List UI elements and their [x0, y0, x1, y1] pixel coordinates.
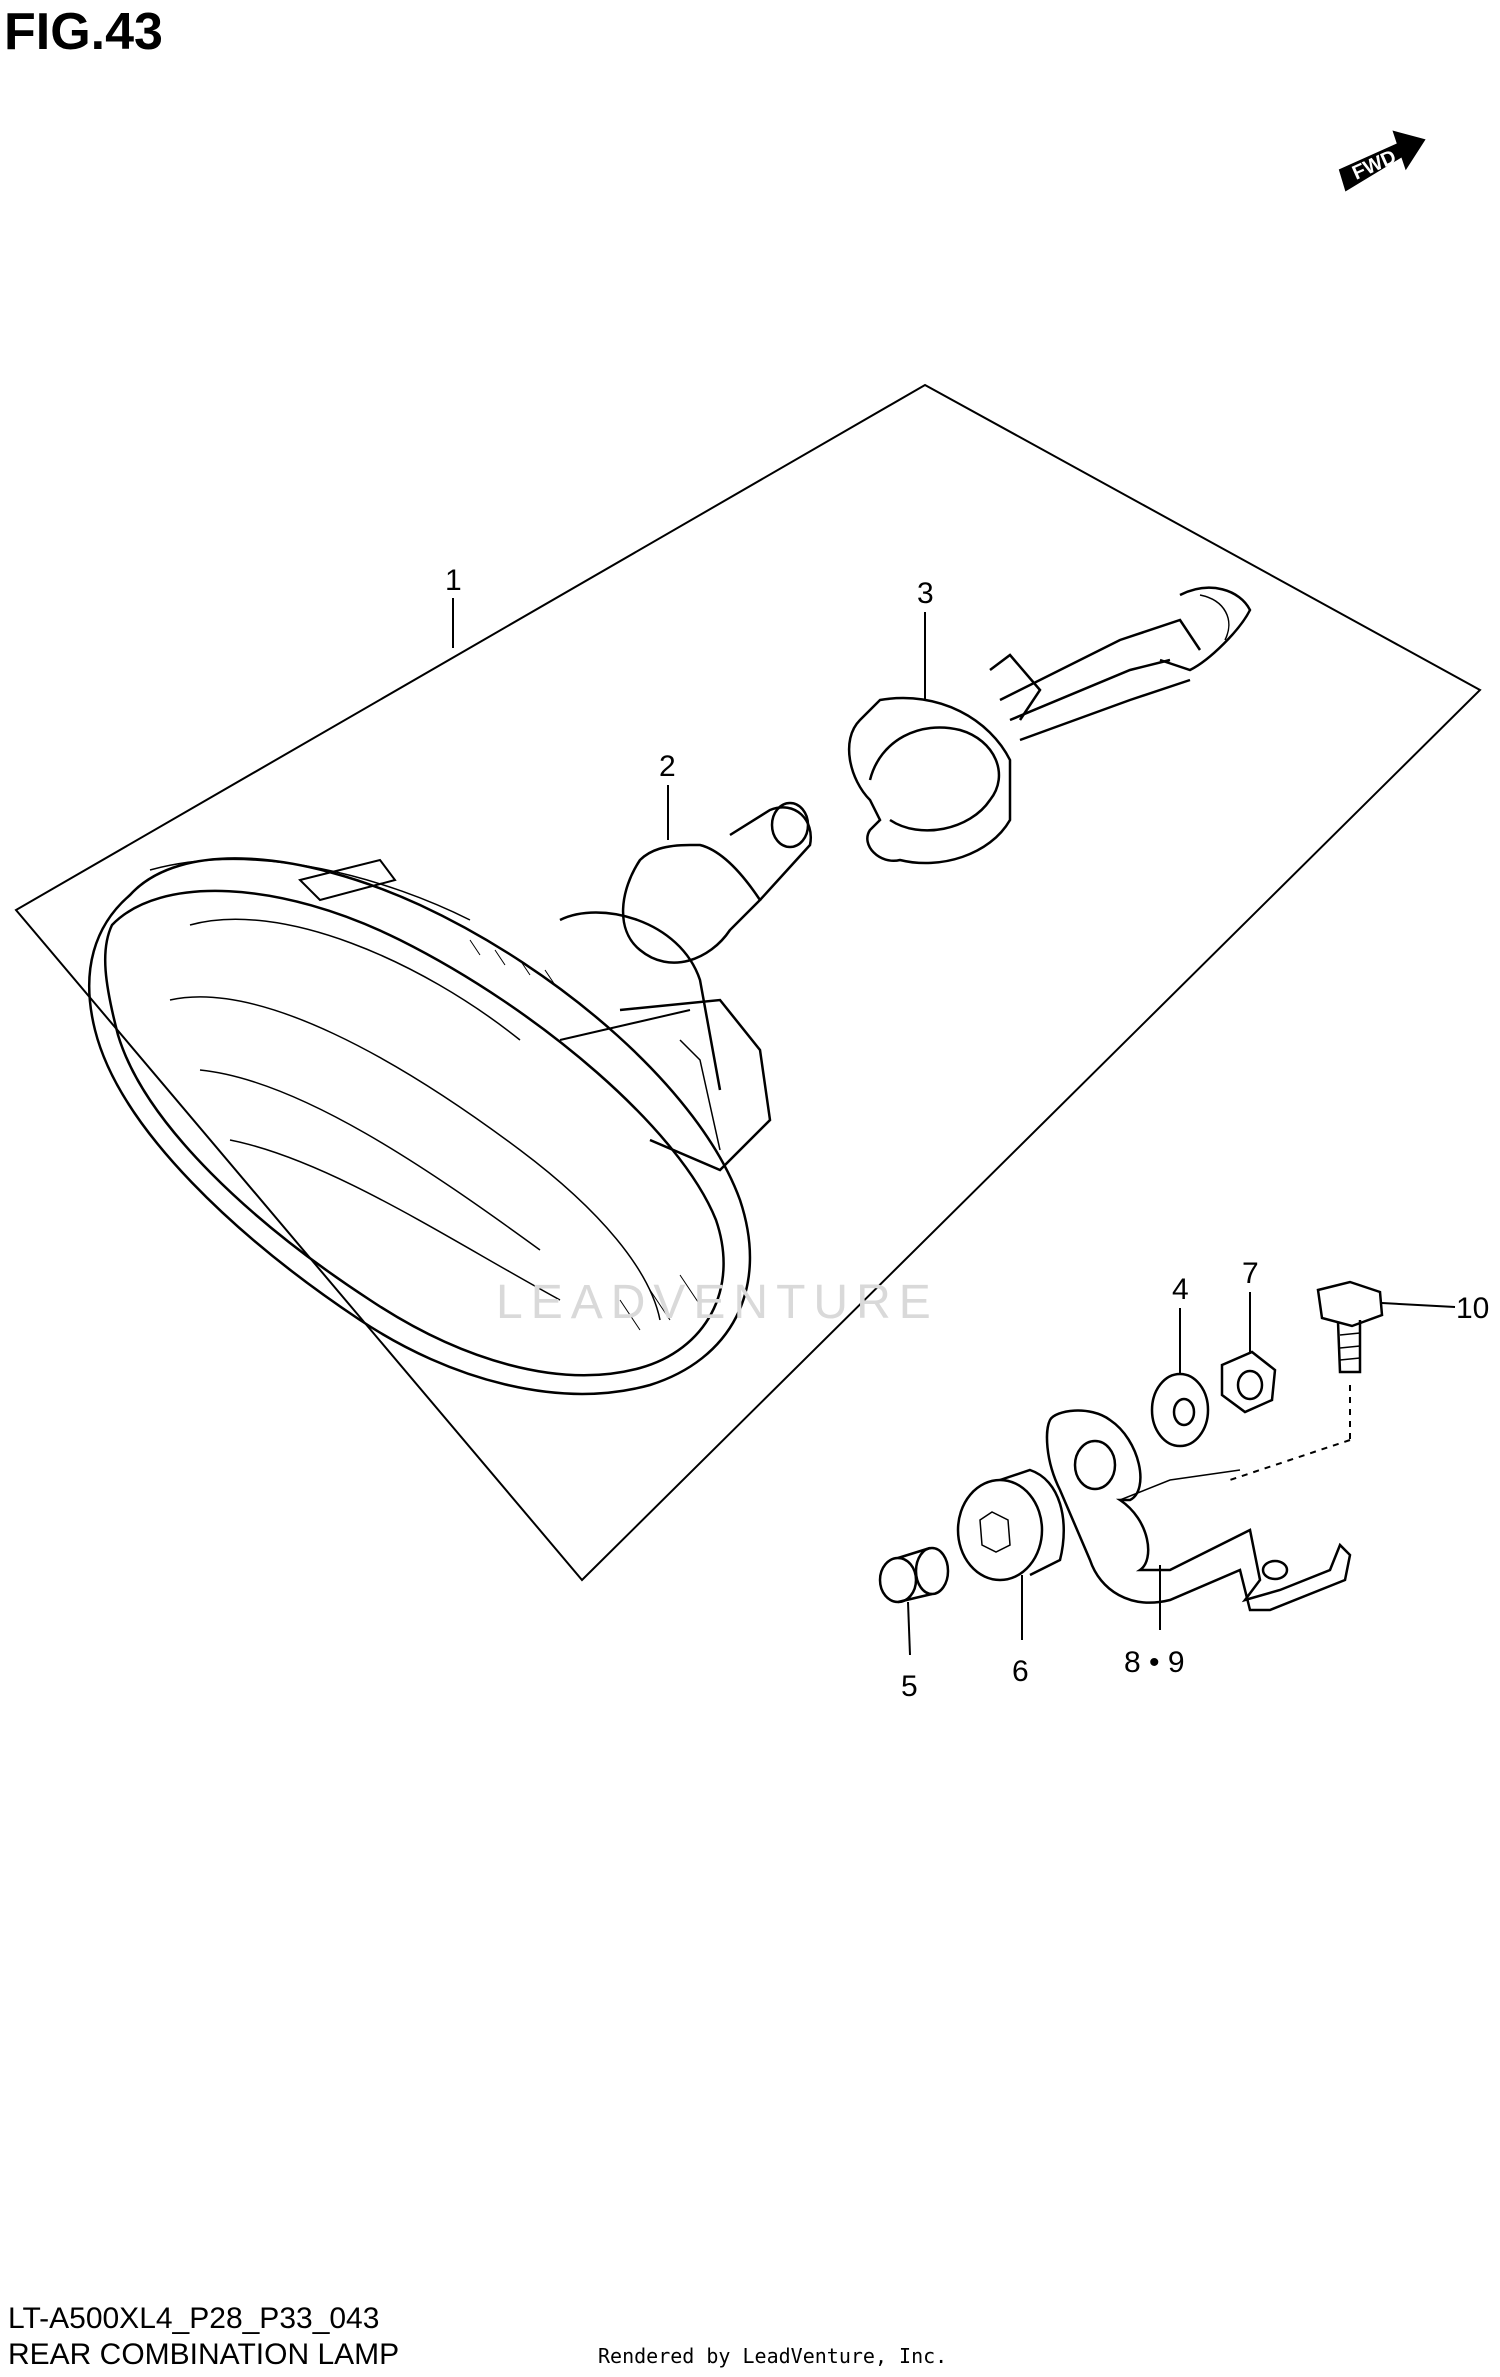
assembly-boundary [14, 383, 1482, 1582]
bulb-part-2 [621, 801, 813, 964]
callout-6: 6 [1012, 1655, 1029, 1688]
lamp-housing-part-1 [88, 857, 772, 1396]
callout-1: 1 [445, 564, 462, 597]
washer-part-4 [1150, 1372, 1210, 1448]
callout-8-9: 8 • 9 [1124, 1646, 1185, 1679]
callout-3: 3 [917, 577, 934, 610]
forward-direction-label: FWD [1349, 146, 1400, 185]
callout-5: 5 [901, 1670, 918, 1703]
callout-2: 2 [659, 750, 676, 783]
socket-harness-part-3 [847, 586, 1252, 865]
bracket-part-8-9 [1045, 1409, 1352, 1612]
collar-part-5 [878, 1546, 950, 1604]
model-code: LT-A500XL4_P28_P33_043 [8, 2302, 380, 2335]
figure-title: FIG.43 [4, 3, 163, 61]
grommet-part-6 [956, 1468, 1065, 1582]
rendered-by-credit: Rendered by LeadVenture, Inc. [598, 2344, 948, 2368]
leader-lines [452, 598, 1456, 1656]
watermark-text: LEADVENTURE [496, 1276, 939, 1329]
bolt-part-10 [1316, 1280, 1384, 1374]
callout-7: 7 [1242, 1257, 1259, 1290]
forward-direction-arrow-icon: FWD [1338, 130, 1426, 192]
nut-part-7 [1220, 1350, 1277, 1414]
callout-10: 10 [1456, 1292, 1489, 1325]
section-name: REAR COMBINATION LAMP [8, 2338, 400, 2371]
callout-4: 4 [1172, 1273, 1189, 1306]
